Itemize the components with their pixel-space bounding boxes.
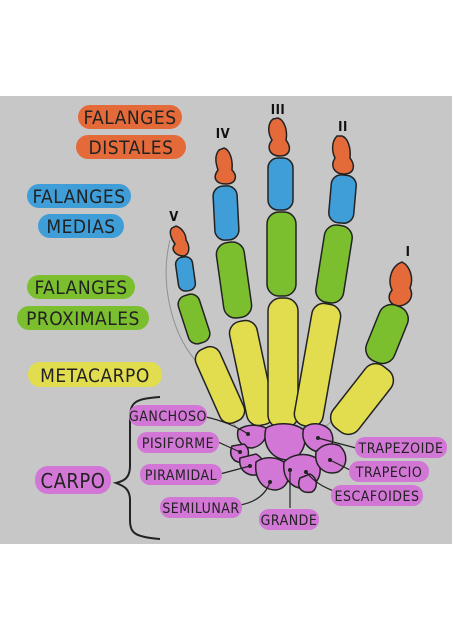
- finger-label-ii: II: [338, 120, 348, 135]
- finger-iii: [266, 117, 299, 429]
- finger-v: [169, 225, 246, 425]
- legend-metacarpo-label: METACARPO: [40, 365, 150, 387]
- proximal-phalanx-v: [177, 293, 211, 345]
- distal-phalanx-iv: [214, 147, 237, 185]
- distal-phalanx-v: [169, 225, 190, 257]
- legend-distales-line2: DISTALES: [89, 137, 174, 159]
- middle-phalanx-iii: [267, 157, 294, 211]
- middle-phalanx-ii: [328, 174, 357, 224]
- label-escafoides: ESCAFOIDES: [335, 489, 420, 505]
- metacarpal-i: [329, 362, 395, 436]
- legend-distales-line1: FALANGES: [83, 107, 176, 129]
- middle-phalanx-v: [174, 256, 197, 292]
- label-trapezoide: TRAPEZOIDE: [358, 441, 444, 457]
- proximal-phalanx-iv: [215, 241, 253, 319]
- carpal-ganchoso: [236, 424, 268, 449]
- carpal-radial-part: [298, 473, 317, 494]
- label-ganchoso: GANCHOSO: [129, 409, 207, 425]
- distal-phalanx-i: [388, 261, 413, 307]
- label-piramidal: PIRAMIDAL: [145, 468, 217, 484]
- legend-falanges-proximales: FALANGES PROXIMALES: [17, 275, 149, 330]
- proximal-phalanx-i: [365, 303, 409, 365]
- legend-carpo-label: CARPO: [41, 469, 106, 493]
- finger-label-iv: IV: [216, 127, 230, 142]
- proximal-phalanx-iii: [266, 211, 297, 297]
- label-pisiforme: PISIFORME: [142, 436, 214, 452]
- legend-carpo: CARPO: [35, 396, 161, 540]
- finger-iv: [212, 147, 276, 427]
- carpal-grande: [264, 423, 306, 461]
- finger-label-iii: III: [271, 103, 286, 118]
- distal-phalanx-ii: [331, 135, 355, 175]
- middle-phalanx-iv: [212, 185, 240, 241]
- label-grande: GRANDE: [261, 513, 318, 529]
- finger-ii: [293, 135, 357, 428]
- legend-medias-line2: MEDIAS: [46, 216, 115, 238]
- finger-label-i: I: [406, 245, 411, 260]
- legend-proximales-line2: PROXIMALES: [26, 308, 140, 330]
- label-semilunar: SEMILUNAR: [162, 501, 239, 517]
- carpal-labels: GANCHOSO PISIFORME PIRAMIDAL SEMILUNAR G…: [129, 405, 447, 530]
- proximal-phalanx-ii: [315, 224, 353, 304]
- finger-label-v: V: [169, 210, 179, 225]
- legend-falanges-distales: FALANGES DISTALES: [76, 105, 186, 159]
- distal-phalanx-iii: [268, 117, 291, 157]
- label-trapecio: TRAPECIO: [355, 465, 422, 481]
- metacarpal-iv: [228, 319, 276, 427]
- legend-metacarpo: METACARPO: [28, 362, 162, 387]
- metacarpal-iii: [267, 297, 299, 429]
- legend-proximales-line1: FALANGES: [34, 277, 127, 299]
- finger-i: [329, 261, 413, 436]
- legend-falanges-medias: FALANGES MEDIAS: [27, 184, 131, 238]
- legend-medias-line1: FALANGES: [32, 186, 125, 208]
- metacarpal-v: [194, 345, 246, 425]
